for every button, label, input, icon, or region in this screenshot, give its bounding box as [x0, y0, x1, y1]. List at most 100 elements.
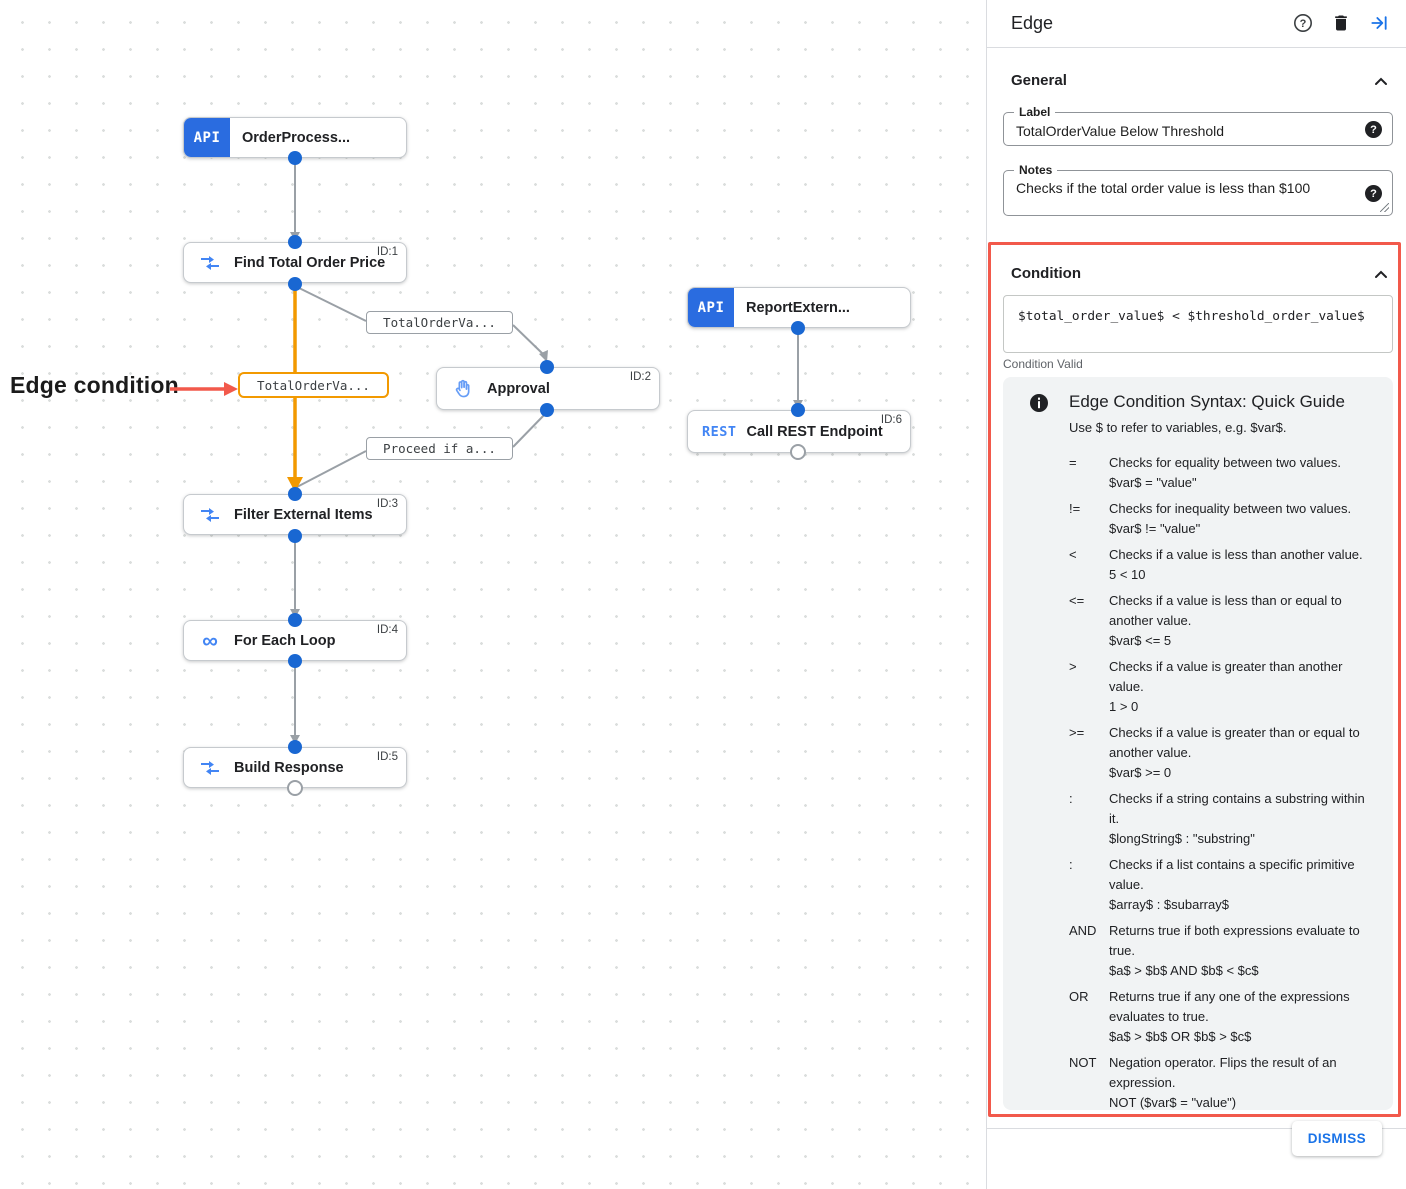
- collapse-panel-icon[interactable]: [1368, 12, 1390, 34]
- help-icon[interactable]: ?: [1292, 12, 1314, 34]
- notes-field-label: Notes: [1014, 163, 1058, 177]
- resize-handle-icon[interactable]: [1380, 203, 1389, 212]
- chevron-up-icon[interactable]: [1374, 76, 1388, 86]
- node-build-response[interactable]: ID:5 Build Response: [183, 747, 407, 788]
- edge-condition-annotation: Edge condition: [10, 372, 179, 398]
- node-label: Filter External Items: [234, 506, 373, 523]
- node-label: Find Total Order Price: [234, 254, 386, 271]
- api-trigger-badge-icon: API: [688, 288, 734, 327]
- chevron-up-icon[interactable]: [1374, 269, 1388, 279]
- node-order-process-trigger[interactable]: API OrderProcess...: [183, 117, 407, 158]
- condition-expression-box[interactable]: $total_order_value$ < $threshold_order_v…: [1003, 295, 1393, 353]
- guide-description: Returns true if any one of the expressio…: [1109, 989, 1350, 1044]
- guide-row: NOT Negation operator. Flips the result o…: [1069, 1053, 1375, 1110]
- guide-operator: >: [1069, 659, 1077, 674]
- guide-operator: !=: [1069, 501, 1081, 516]
- guide-description: Checks if a list contains a specific pri…: [1109, 857, 1355, 912]
- guide-operator: =: [1069, 455, 1077, 470]
- node-filter-external-items[interactable]: ID:3 Filter External Items: [183, 494, 407, 535]
- guide-row: > Checks if a value is greater than anoth…: [1069, 657, 1375, 717]
- guide-row: = Checks for equality between two values.…: [1069, 453, 1375, 493]
- loop-icon: ∞: [202, 627, 218, 653]
- svg-text:?: ?: [1300, 18, 1307, 30]
- field-help-icon[interactable]: ?: [1365, 185, 1382, 202]
- guide-description: Negation operator. Flips the result of a…: [1109, 1055, 1337, 1110]
- node-call-rest-endpoint[interactable]: ID:6 REST Call REST Endpoint: [687, 410, 911, 453]
- condition-syntax-guide: Edge Condition Syntax: Quick Guide Use $…: [1003, 377, 1393, 1110]
- node-label: Build Response: [234, 759, 344, 776]
- guide-row: OR Returns true if any one of the express…: [1069, 987, 1375, 1047]
- guide-operator: AND: [1069, 923, 1097, 938]
- node-id-badge: ID:4: [376, 624, 398, 636]
- edge-label-totalordervalue-top[interactable]: TotalOrderVa...: [366, 311, 513, 334]
- guide-operator: OR: [1069, 989, 1089, 1004]
- guide-operator: <=: [1069, 593, 1085, 608]
- node-label: OrderProcess...: [242, 129, 350, 146]
- panel-title: Edge: [1011, 13, 1054, 33]
- dismiss-button[interactable]: DISMISS: [1291, 1121, 1382, 1156]
- info-icon: [1029, 393, 1049, 413]
- guide-row: AND Returns true if both expressions eval…: [1069, 921, 1375, 981]
- node-label: For Each Loop: [234, 632, 336, 649]
- node-for-each-loop[interactable]: ID:4 ∞ For Each Loop: [183, 620, 407, 661]
- guide-rows: = Checks for equality between two values.…: [1069, 453, 1375, 1110]
- node-id-badge: ID:3: [376, 498, 398, 510]
- edges-layer: [287, 151, 806, 796]
- workflow-canvas[interactable]: API OrderProcess... ID:1 Find Total Orde…: [0, 0, 986, 1189]
- guide-description: Checks if a value is less than another v…: [1109, 547, 1363, 582]
- delete-icon[interactable]: [1330, 12, 1352, 34]
- approval-hand-icon: [451, 378, 475, 400]
- edge-label-totalordervalue-selected[interactable]: TotalOrderVa...: [238, 372, 389, 398]
- node-id-badge: ID:1: [376, 246, 398, 258]
- guide-title: Edge Condition Syntax: Quick Guide: [1069, 392, 1345, 411]
- guide-row: != Checks for inequality between two valu…: [1069, 499, 1375, 539]
- guide-row: : Checks if a string contains a substring…: [1069, 789, 1375, 849]
- guide-row: : Checks if a list contains a specific pr…: [1069, 855, 1375, 915]
- condition-expression-input[interactable]: $total_order_value$ < $threshold_order_v…: [1004, 296, 1392, 352]
- rest-icon: REST: [702, 423, 737, 440]
- node-find-total-order-price[interactable]: ID:1 Find Total Order Price: [183, 242, 407, 283]
- guide-operator: <: [1069, 547, 1077, 562]
- api-trigger-badge-icon: API: [184, 118, 230, 157]
- general-section-heading: General: [1011, 72, 1067, 89]
- guide-operator: :: [1069, 857, 1073, 872]
- guide-description: Checks if a string contains a substring …: [1109, 791, 1365, 846]
- guide-operator: NOT: [1069, 1055, 1097, 1070]
- label-input[interactable]: [1004, 113, 1392, 145]
- edge-properties-panel: Edge ? General Label ? Notes Checks if t…: [986, 0, 1406, 1189]
- node-approval[interactable]: ID:2 Approval: [436, 367, 660, 410]
- notes-input[interactable]: Checks if the total order value is less …: [1004, 171, 1392, 215]
- edge-label-proceed-if[interactable]: Proceed if a...: [366, 437, 513, 460]
- guide-row: < Checks if a value is less than another …: [1069, 545, 1375, 585]
- data-mapping-icon: [198, 760, 222, 776]
- guide-operator: >=: [1069, 725, 1085, 740]
- panel-footer-divider: [987, 1128, 1406, 1129]
- guide-description: Checks if a value is greater than or equ…: [1109, 725, 1360, 780]
- guide-subtitle: Use $ to refer to variables, e.g. $var$.: [1069, 420, 1287, 435]
- node-id-badge: ID:5: [376, 751, 398, 763]
- node-report-extern-trigger[interactable]: API ReportExtern...: [687, 287, 911, 328]
- guide-operator: :: [1069, 791, 1073, 806]
- label-field-label: Label: [1014, 105, 1056, 119]
- node-label: Approval: [487, 380, 550, 397]
- condition-valid-status: Condition Valid: [1003, 357, 1083, 371]
- annotation-arrow-icon: [170, 382, 238, 396]
- guide-description: Returns true if both expressions evaluat…: [1109, 923, 1360, 978]
- node-label: Call REST Endpoint: [746, 423, 883, 440]
- node-id-badge: ID:2: [629, 371, 651, 383]
- label-field[interactable]: Label ?: [1003, 105, 1393, 146]
- guide-description: Checks for inequality between two values…: [1109, 501, 1352, 536]
- panel-header: Edge ?: [987, 0, 1406, 48]
- guide-row: >= Checks if a value is greater than or e…: [1069, 723, 1375, 783]
- guide-description: Checks if a value is greater than anothe…: [1109, 659, 1343, 714]
- data-mapping-icon: [198, 255, 222, 271]
- field-help-icon[interactable]: ?: [1365, 121, 1382, 138]
- node-label: ReportExtern...: [746, 299, 850, 316]
- guide-row: <= Checks if a value is less than or equa…: [1069, 591, 1375, 651]
- guide-description: Checks if a value is less than or equal …: [1109, 593, 1342, 648]
- guide-description: Checks for equality between two values.$…: [1109, 455, 1341, 490]
- condition-section-heading: Condition: [1011, 265, 1081, 282]
- notes-field[interactable]: Notes Checks if the total order value is…: [1003, 163, 1393, 216]
- data-mapping-icon: [198, 507, 222, 523]
- node-id-badge: ID:6: [880, 414, 902, 426]
